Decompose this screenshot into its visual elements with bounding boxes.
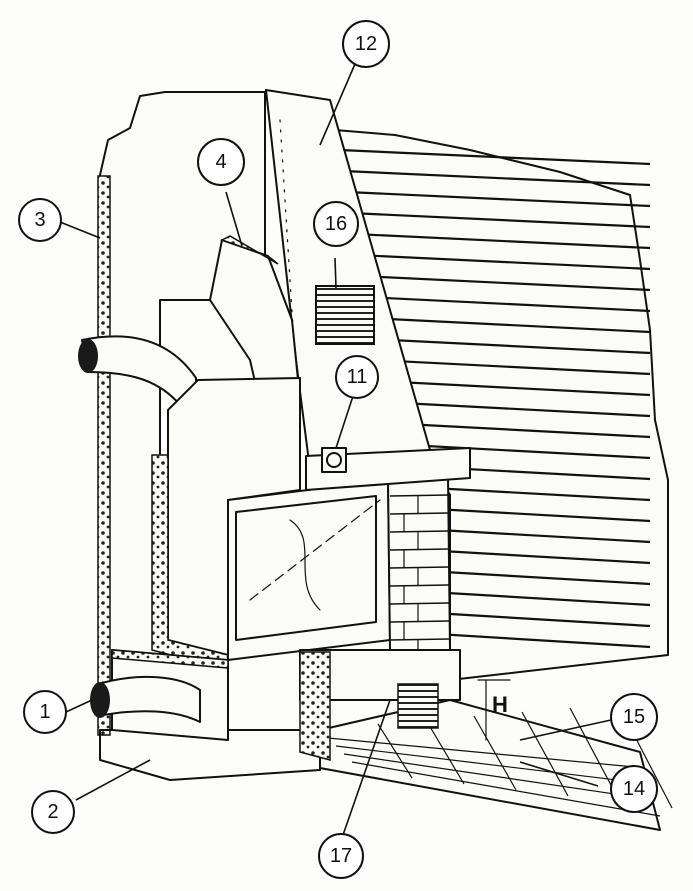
callout-17: 17 bbox=[318, 833, 364, 879]
log-board-line bbox=[381, 400, 651, 418]
callout-11: 11 bbox=[335, 355, 379, 399]
callout-label: 1 bbox=[39, 701, 50, 723]
callout-16: 16 bbox=[313, 201, 359, 247]
callout-3: 3 bbox=[18, 198, 62, 242]
callout-14: 14 bbox=[610, 765, 658, 813]
log-board-line bbox=[343, 169, 651, 187]
brick-course-line bbox=[389, 638, 450, 641]
callout-label: 14 bbox=[623, 778, 645, 800]
log-board-line bbox=[364, 295, 651, 313]
brick-column bbox=[387, 475, 451, 658]
callout-label: 11 bbox=[347, 366, 368, 388]
log-board-line bbox=[339, 148, 651, 166]
brick-course-line bbox=[389, 494, 450, 497]
insulated-wall bbox=[97, 175, 111, 736]
tile-grid-line bbox=[351, 761, 661, 817]
log-board-line bbox=[357, 253, 651, 271]
callout-1: 1 bbox=[23, 690, 67, 734]
log-board-line bbox=[420, 631, 651, 649]
tile-grid-line bbox=[327, 737, 646, 769]
brick-course-line bbox=[389, 530, 450, 533]
log-board-line bbox=[360, 274, 651, 292]
log-board-line bbox=[413, 589, 651, 607]
tile-grid-line bbox=[377, 723, 413, 779]
callout-label: 2 bbox=[47, 801, 58, 823]
height-dimension: H bbox=[477, 679, 511, 741]
log-board-line bbox=[367, 316, 651, 334]
log-board-line bbox=[353, 232, 651, 250]
callout-2: 2 bbox=[31, 790, 75, 834]
dimension-h-label: H bbox=[492, 692, 508, 717]
brick-course-line bbox=[389, 548, 450, 551]
tile-grid-line bbox=[425, 719, 465, 785]
log-board-line bbox=[346, 190, 651, 208]
log-board-line bbox=[388, 442, 651, 460]
intake-pipe-upper bbox=[78, 335, 197, 411]
tiled-floor bbox=[319, 699, 673, 831]
tile-grid-line bbox=[343, 753, 656, 801]
intake-pipe-lower bbox=[90, 675, 201, 723]
callout-label: 15 bbox=[623, 706, 645, 728]
firebox-casing bbox=[151, 377, 391, 671]
callout-label: 17 bbox=[330, 845, 352, 867]
callout-label: 3 bbox=[34, 209, 45, 231]
leader-lines bbox=[59, 63, 612, 836]
log-board-line bbox=[374, 358, 651, 376]
brick-course-line bbox=[389, 620, 450, 623]
log-board-line bbox=[385, 421, 651, 439]
log-board-line bbox=[350, 211, 651, 229]
callout-label: 12 bbox=[355, 33, 377, 55]
brick-course-line bbox=[389, 512, 450, 515]
log-wall bbox=[334, 129, 669, 681]
callout-label: 16 bbox=[325, 213, 347, 235]
log-board-line bbox=[416, 610, 651, 628]
log-board-line bbox=[378, 379, 651, 397]
tile-grid-line bbox=[521, 711, 569, 797]
damper-device bbox=[321, 447, 347, 473]
callout-12: 12 bbox=[342, 20, 390, 68]
floor-slab bbox=[99, 729, 321, 781]
callout-label: 4 bbox=[215, 151, 226, 173]
tile-grid-line bbox=[473, 715, 517, 791]
brick-course-line bbox=[389, 584, 450, 587]
callout-4: 4 bbox=[197, 138, 245, 186]
log-board-line bbox=[371, 337, 651, 355]
tile-grid-line bbox=[335, 745, 651, 785]
callout-15: 15 bbox=[610, 693, 658, 741]
brick-course-line bbox=[389, 602, 450, 605]
vent-grille bbox=[315, 285, 375, 345]
brick-course-line bbox=[389, 566, 450, 569]
